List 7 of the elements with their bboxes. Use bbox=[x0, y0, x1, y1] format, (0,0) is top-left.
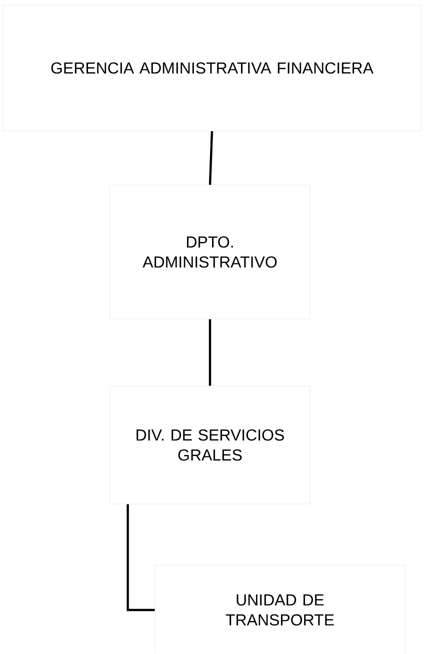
connector-line bbox=[208, 131, 214, 185]
connector-line bbox=[208, 319, 212, 386]
org-box: DPTO. ADMINISTRATIVO bbox=[110, 184, 310, 320]
org-box: GERENCIA ADMINISTRATIVA FINANCIERA bbox=[2, 4, 422, 132]
org-box: DIV. DE SERVICIOS GRALES bbox=[110, 386, 310, 504]
connector-line bbox=[126, 504, 155, 612]
org-box: UNIDAD DE TRANSPORTE bbox=[154, 564, 406, 654]
